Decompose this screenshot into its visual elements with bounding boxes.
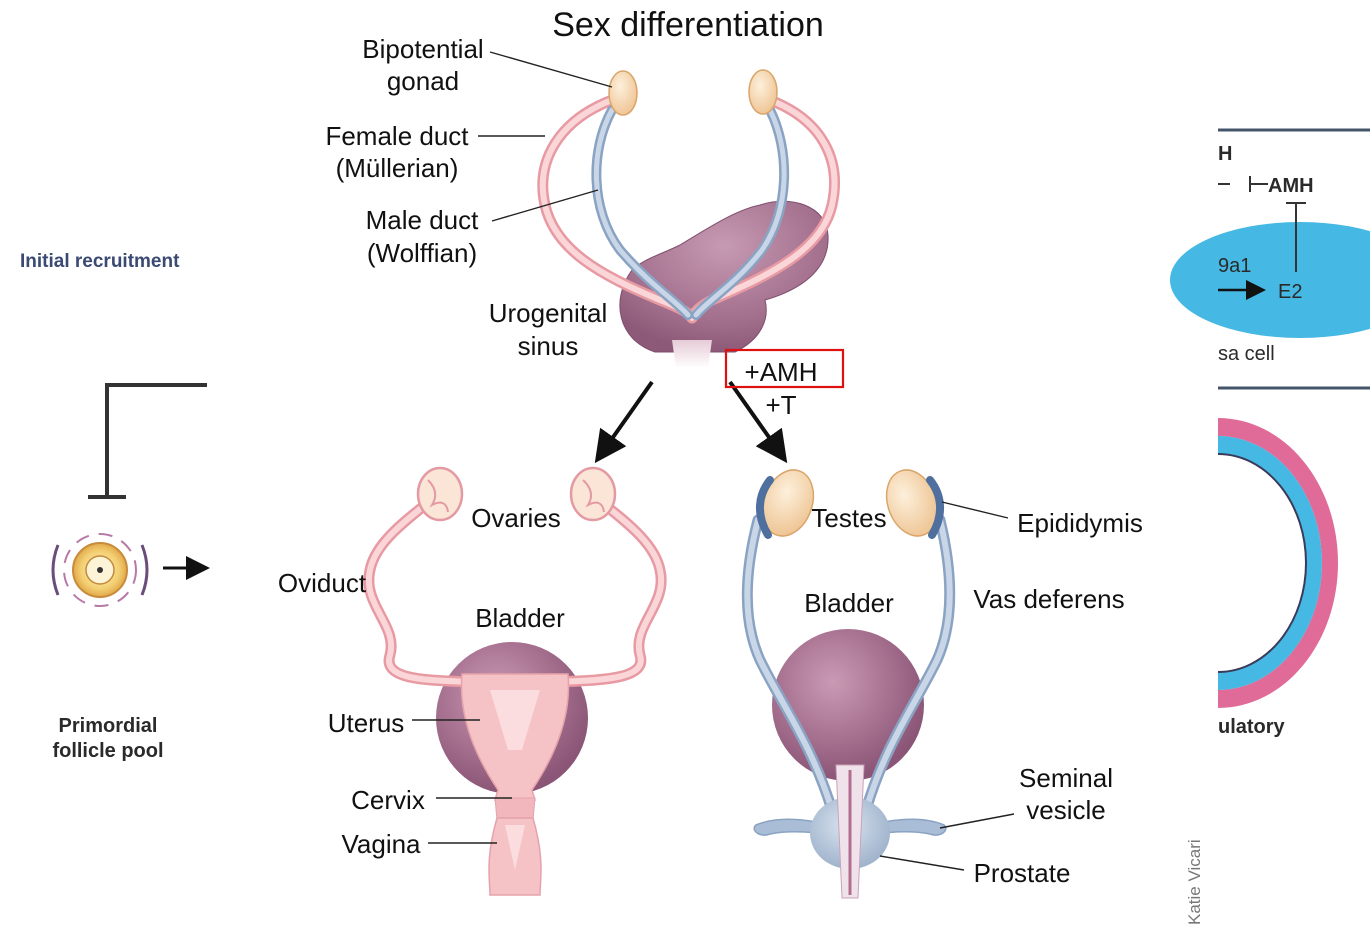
uterus-label: Uterus bbox=[328, 708, 405, 738]
amh-label: +AMH bbox=[745, 357, 818, 387]
female-bladder-label: Bladder bbox=[475, 603, 565, 633]
right-cell-label: sa cell bbox=[1218, 343, 1275, 365]
bipotential-gonad-left bbox=[609, 71, 637, 115]
right-amh-label: AMH bbox=[1268, 175, 1314, 197]
male-duct-label-1: Male duct bbox=[366, 205, 479, 235]
ovary-right bbox=[571, 468, 615, 520]
male-duct-label-2: (Wolffian) bbox=[367, 238, 477, 268]
vagina-label: Vagina bbox=[341, 829, 421, 859]
oviduct-right bbox=[555, 505, 661, 682]
arrow-to-female bbox=[604, 382, 652, 450]
inhibition-line bbox=[107, 385, 207, 497]
right-ulatory-label: ulatory bbox=[1218, 716, 1286, 738]
diagram-title: Sex differentiation bbox=[552, 6, 824, 44]
testosterone-label: +T bbox=[765, 390, 796, 420]
bipotential-gonad-right bbox=[749, 70, 777, 114]
primordial-label-line2: follicle pool bbox=[52, 740, 163, 762]
right-figure-fragment: H AMH 9a1 E2 sa cell ulatory bbox=[1170, 130, 1370, 738]
vas-deferens-label: Vas deferens bbox=[973, 584, 1124, 614]
left-figure-fragment: Initial recruitment Primordial follicle … bbox=[20, 251, 207, 762]
bipotential-gonad-label-2: gonad bbox=[387, 66, 459, 96]
right-h-label: H bbox=[1218, 143, 1232, 165]
cervix-label: Cervix bbox=[351, 785, 425, 815]
urogenital-sinus-label-1: Urogenital bbox=[489, 298, 608, 328]
right-e2-label: E2 bbox=[1278, 281, 1302, 303]
epididymis-label: Epididymis bbox=[1017, 508, 1143, 538]
indifferent-stage: Bipotential gonad Female duct (Müllerian… bbox=[325, 34, 834, 368]
oviduct-label: Oviduct bbox=[278, 568, 367, 598]
urogenital-sinus-label-2: sinus bbox=[518, 331, 579, 361]
urogenital-urethra bbox=[672, 340, 712, 368]
right-gene-label: 9a1 bbox=[1218, 255, 1251, 277]
male-anatomy: Testes Epididymis Bladder Vas deferens S… bbox=[747, 463, 1142, 898]
female-duct-label-2: (Müllerian) bbox=[336, 153, 459, 183]
female-duct-label-1: Female duct bbox=[325, 121, 469, 151]
bipotential-gonad-label-1: Bipotential bbox=[362, 34, 483, 64]
ovary-left bbox=[418, 468, 462, 520]
female-anatomy: Ovaries Oviduct Bladder Uterus Cervix Va… bbox=[278, 468, 661, 895]
male-bladder-label: Bladder bbox=[804, 588, 894, 618]
prostate-label: Prostate bbox=[974, 858, 1071, 888]
oviduct-left bbox=[369, 505, 470, 682]
cervix bbox=[495, 798, 535, 820]
testes-label: Testes bbox=[811, 503, 886, 533]
illustrator-credit: Katie Vicari bbox=[1185, 839, 1204, 925]
primordial-follicle-icon bbox=[53, 534, 147, 606]
initial-recruitment-label: Initial recruitment bbox=[20, 251, 180, 272]
primordial-label-line1: Primordial bbox=[59, 715, 158, 737]
male-bladder bbox=[772, 629, 924, 781]
granulosa-cell bbox=[1170, 222, 1370, 338]
seminal-vesicle-label-1: Seminal bbox=[1019, 763, 1113, 793]
ovaries-label: Ovaries bbox=[471, 503, 561, 533]
seminal-vesicle-label-2: vesicle bbox=[1026, 795, 1105, 825]
